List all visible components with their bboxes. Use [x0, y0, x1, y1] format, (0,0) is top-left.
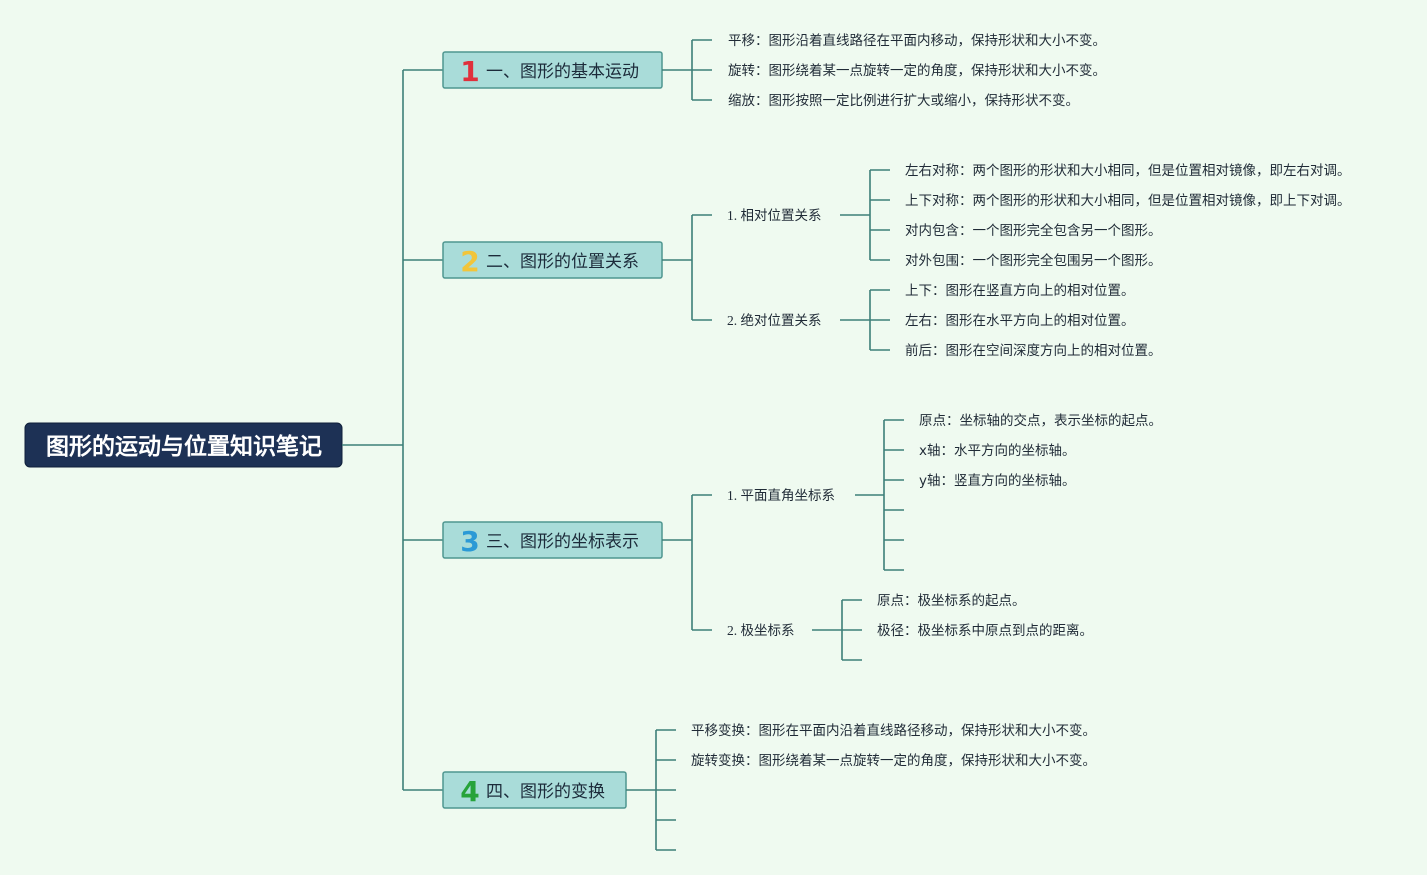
- section-2-node[interactable]: 2 二、图形的位置关系: [442, 241, 663, 279]
- section-number: 1: [460, 55, 479, 88]
- leaf: 原点：极坐标系的起点。: [877, 593, 1026, 609]
- leaf: 极径：极坐标系中原点到点的距离。: [877, 622, 1093, 639]
- section-4-node[interactable]: 4 四、图形的变换: [442, 771, 627, 809]
- leaf: 左右：图形在水平方向上的相对位置。: [905, 313, 1135, 329]
- leaf: 旋转：图形绕着某一点旋转一定的角度，保持形状和大小不变。: [728, 62, 1106, 79]
- leaf: 对内包含：一个图形完全包含另一个图形。: [905, 222, 1162, 239]
- leaf: 上下：图形在竖直方向上的相对位置。: [905, 283, 1135, 299]
- section-label: 一、图形的基本运动: [486, 62, 639, 82]
- leaf: y轴：竖直方向的坐标轴。: [919, 473, 1076, 489]
- leaf: 旋转变换：图形绕着某一点旋转一定的角度，保持形状和大小不变。: [691, 752, 1096, 769]
- section-3-connectors: [662, 419, 904, 661]
- section-label: 二、图形的位置关系: [486, 252, 639, 272]
- section-1-connectors: [662, 39, 712, 101]
- section-3: 3 三、图形的坐标表示 1. 平面直角坐标系 2. 极坐标系 原点：坐标轴的交点…: [442, 412, 1162, 661]
- section-2-connectors: [662, 169, 890, 351]
- sub-node-label[interactable]: 2. 绝对位置关系: [727, 313, 822, 328]
- leaf: 前后：图形在空间深度方向上的相对位置。: [905, 342, 1162, 359]
- section-number: 3: [460, 525, 479, 558]
- section-1-node[interactable]: 1 一、图形的基本运动: [442, 51, 663, 89]
- section-2: 2 二、图形的位置关系 1. 相对位置关系 2. 绝对位置关系 左右对称：两个图…: [442, 163, 1351, 359]
- leaf: 缩放：图形按照一定比例进行扩大或缩小，保持形状不变。: [728, 93, 1079, 109]
- section-number: 2: [460, 245, 479, 278]
- root-title: 图形的运动与位置知识笔记: [46, 433, 322, 460]
- leaf: 原点：坐标轴的交点，表示坐标的起点。: [919, 412, 1162, 429]
- leaf: 平移：图形沿着直线路径在平面内移动，保持形状和大小不变。: [728, 32, 1106, 49]
- section-label: 四、图形的变换: [486, 782, 605, 802]
- sub-node-label[interactable]: 1. 相对位置关系: [727, 208, 822, 223]
- section-label: 三、图形的坐标表示: [486, 532, 639, 552]
- sub-node-label[interactable]: 2. 极坐标系: [727, 623, 795, 638]
- section-4: 4 四、图形的变换 平移变换：图形在平面内沿着直线路径移动，保持形状和大小不变。…: [442, 722, 1096, 851]
- section-4-connectors: [626, 729, 676, 851]
- leaf: 对外包围：一个图形完全包围另一个图形。: [905, 252, 1162, 269]
- section-number: 4: [460, 775, 479, 808]
- sub-node-label[interactable]: 1. 平面直角坐标系: [727, 488, 835, 503]
- leaf: x轴：水平方向的坐标轴。: [919, 443, 1076, 459]
- leaf: 左右对称：两个图形的形状和大小相同，但是位置相对镜像，即左右对调。: [905, 163, 1351, 179]
- section-1: 1 一、图形的基本运动 平移：图形沿着直线路径在平面内移动，保持形状和大小不变。…: [442, 32, 1106, 109]
- leaf: 上下对称：两个图形的形状和大小相同，但是位置相对镜像，即上下对调。: [905, 193, 1351, 209]
- section-3-node[interactable]: 3 三、图形的坐标表示: [442, 521, 663, 559]
- leaf: 平移变换：图形在平面内沿着直线路径移动，保持形状和大小不变。: [691, 722, 1096, 739]
- root-connectors: [342, 69, 443, 791]
- root-node[interactable]: 图形的运动与位置知识笔记: [24, 422, 343, 468]
